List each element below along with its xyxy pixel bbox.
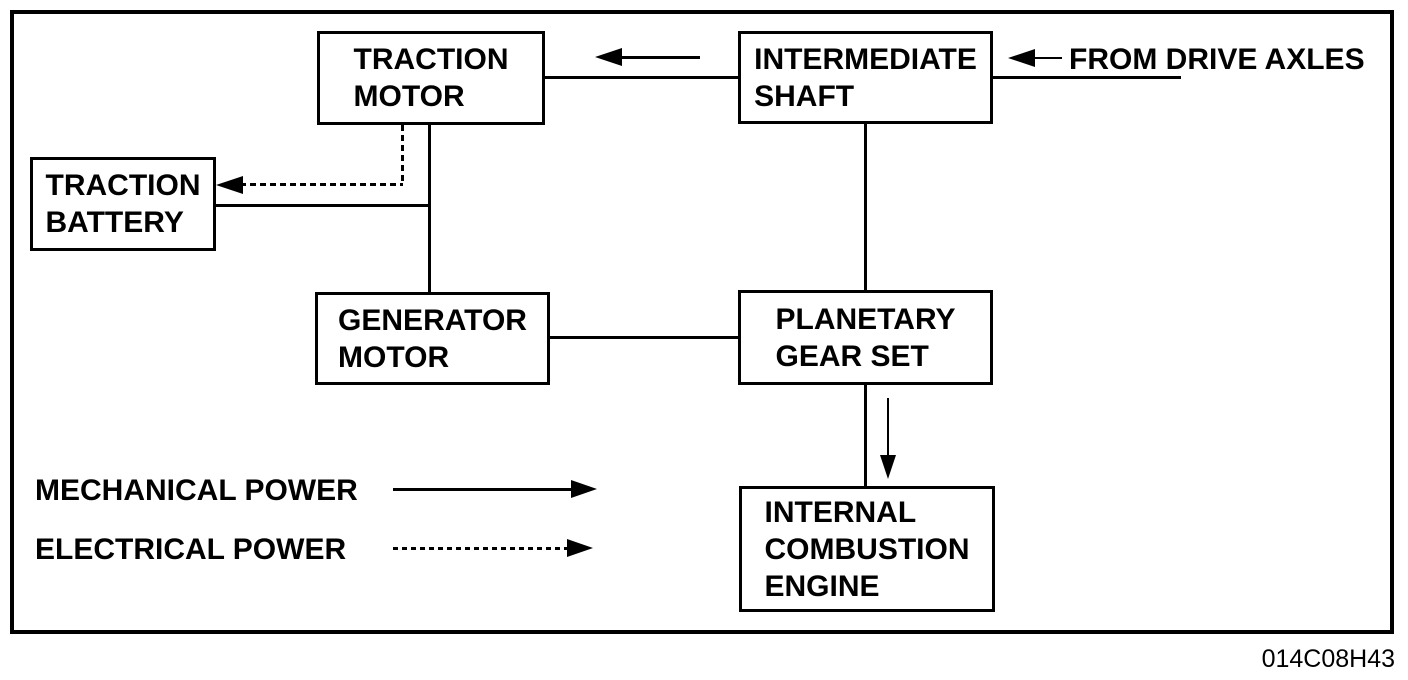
arrow-right-icon (571, 480, 597, 498)
dashed-connector-to-traction-battery (240, 183, 403, 186)
arrow-left-tail (618, 56, 700, 59)
connector-intermediate-shaft-drive-axles (991, 76, 1181, 79)
arrow-left-icon (1008, 49, 1035, 67)
generator-motor-label: GENERATOR MOTOR (338, 303, 527, 374)
box-generator-motor: GENERATOR MOTOR (315, 292, 550, 385)
connector-traction-battery-junction (214, 204, 431, 207)
arrow-down-tail (887, 398, 889, 458)
box-traction-motor: TRACTION MOTOR (317, 31, 545, 125)
dashed-connector-traction-motor-vertical (401, 125, 404, 184)
arrow-down-icon (880, 455, 896, 479)
arrow-left-icon (595, 48, 622, 66)
planetary-gear-set-label: PLANETARY GEAR SET (775, 302, 956, 373)
legend-electrical-power-label: ELECTRICAL POWER (35, 533, 347, 566)
box-internal-combustion-engine: INTERNAL COMBUSTION ENGINE (739, 486, 995, 612)
arrow-left-tail (1030, 57, 1062, 59)
connector-planetary-gear-set-engine (864, 384, 867, 486)
connector-intermediate-shaft-planetary-gear-set (864, 123, 867, 290)
from-drive-axles-label: FROM DRIVE AXLES (1069, 43, 1365, 76)
legend-mechanical-line (393, 488, 573, 491)
intermediate-shaft-label: INTERMEDIATE SHAFT (754, 42, 977, 113)
traction-motor-label: TRACTION MOTOR (353, 43, 509, 113)
internal-combustion-engine-label: INTERNAL COMBUSTION ENGINE (764, 495, 970, 603)
connector-generator-motor-planetary-gear-set (548, 336, 738, 339)
legend-electrical-line (393, 547, 569, 550)
connector-traction-motor-generator-motor (428, 124, 431, 292)
box-intermediate-shaft: INTERMEDIATE SHAFT (738, 31, 993, 124)
legend-mechanical-power-label: MECHANICAL POWER (35, 474, 358, 507)
arrow-right-icon (567, 539, 593, 557)
box-planetary-gear-set: PLANETARY GEAR SET (738, 290, 993, 385)
figure-code: 014C08H43 (1261, 645, 1395, 673)
arrow-left-icon (216, 176, 243, 194)
connector-traction-motor-intermediate-shaft (545, 76, 738, 79)
box-traction-battery: TRACTION BATTERY (30, 157, 216, 251)
traction-battery-label: TRACTION BATTERY (45, 169, 201, 239)
diagram-border (10, 10, 1394, 634)
